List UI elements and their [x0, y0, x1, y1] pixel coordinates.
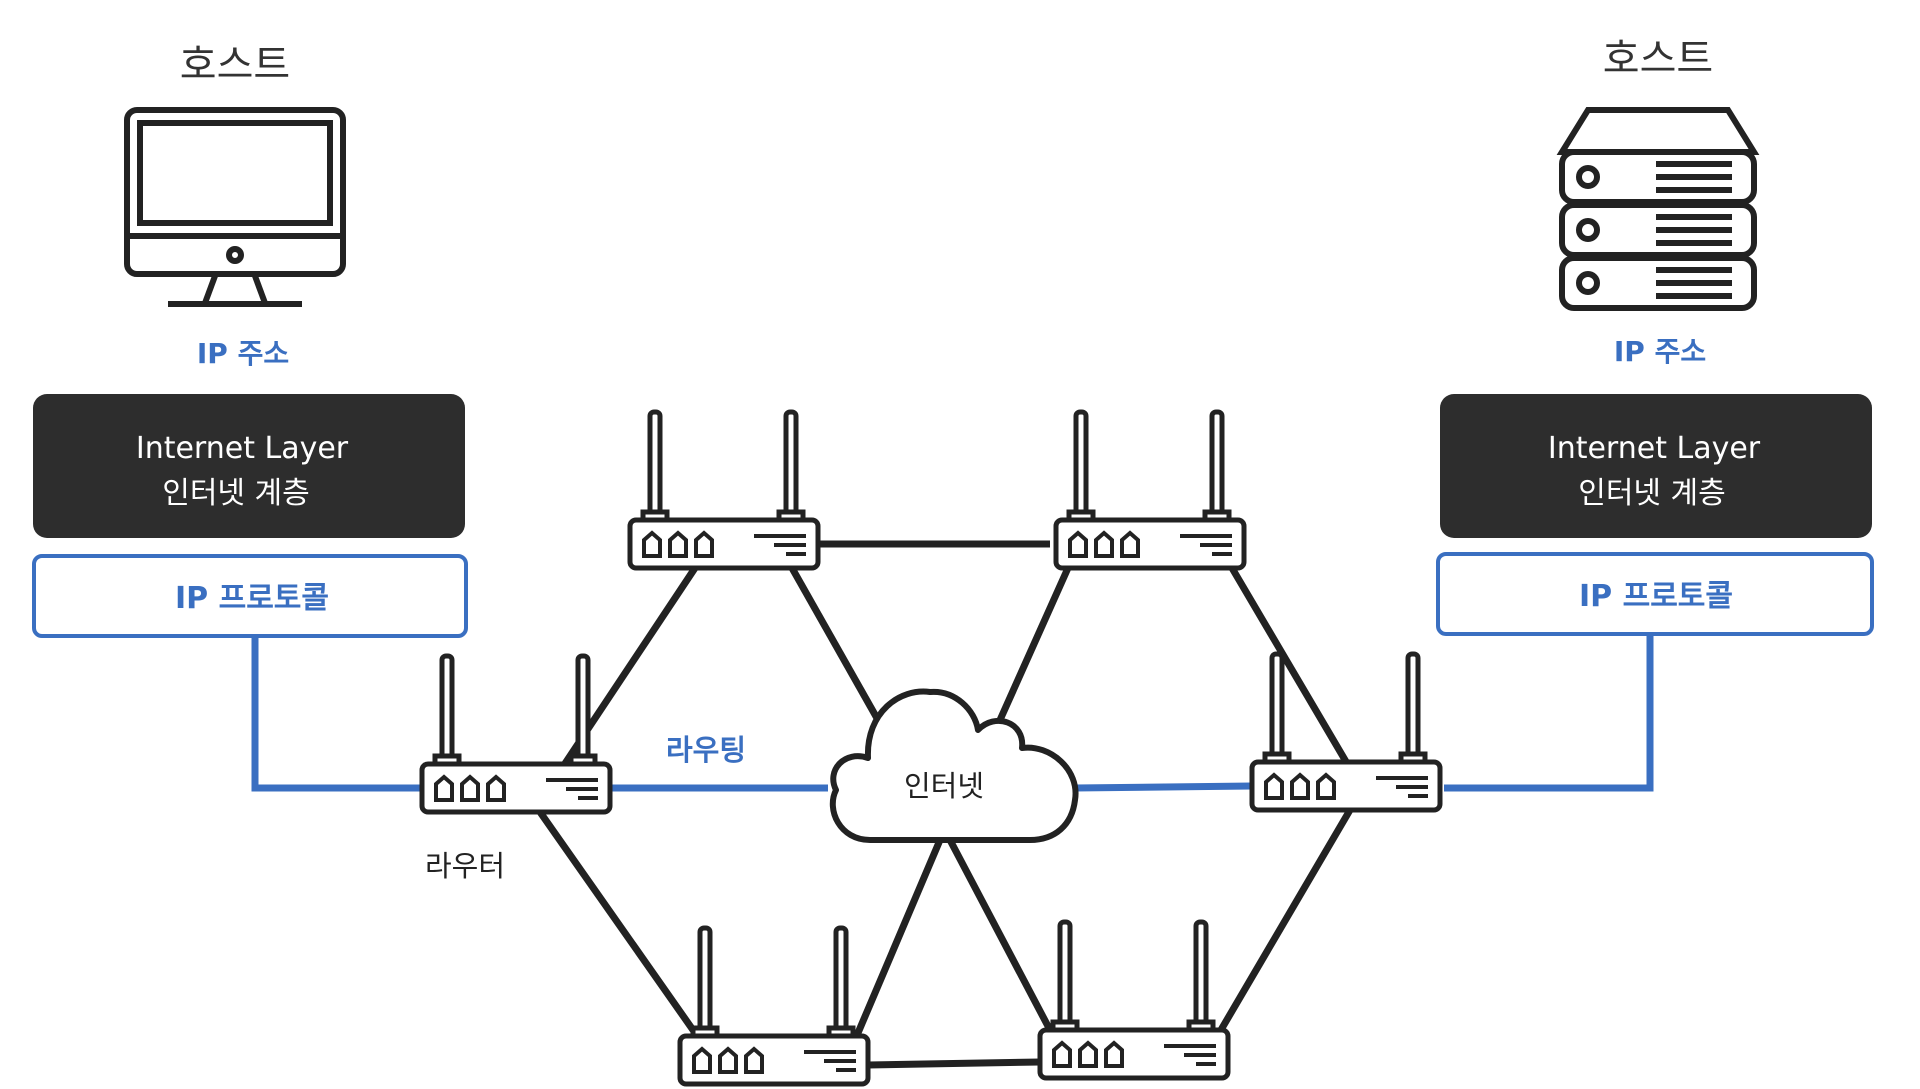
left-protocol-label: IP 프로토콜 — [175, 581, 329, 616]
link-r1-cloud — [788, 566, 882, 722]
blue-links — [251, 636, 1654, 792]
left-host-title: 호스트 — [180, 42, 290, 88]
right-layer-line2: 인터넷 계층 — [1578, 476, 1726, 511]
left-layer-line1: Internet Layer — [136, 431, 349, 466]
link-r2-cloud — [996, 566, 1072, 722]
link-r3-r5 — [537, 809, 703, 1043]
right-protocol-label: IP 프로토콜 — [1579, 579, 1733, 614]
left-layer-line2: 인터넷 계층 — [162, 476, 310, 511]
right-layer-box — [1440, 394, 1872, 538]
router-icon — [680, 928, 868, 1084]
left-ip-label: IP 주소 — [197, 337, 289, 370]
left-layer-box — [33, 394, 465, 538]
network-links — [537, 540, 1354, 1069]
link-cloud-r6 — [946, 838, 1054, 1032]
routing-label: 라우팅 — [666, 733, 746, 767]
right-host-title: 호스트 — [1603, 36, 1713, 82]
router-icon — [1056, 412, 1244, 568]
cloud-label: 인터넷 — [904, 769, 984, 803]
right-protocol-box — [1436, 552, 1874, 636]
link-r4-r6 — [1214, 808, 1354, 1037]
link-r2-r4 — [1228, 566, 1352, 767]
router-label: 라우터 — [425, 849, 505, 883]
router-icon — [1040, 922, 1228, 1078]
link-cloud-r5 — [851, 838, 944, 1042]
right-protocol-link — [1444, 636, 1654, 792]
right-layer-line1: Internet Layer — [1548, 431, 1761, 466]
cloud-icon — [829, 688, 1079, 843]
right-ip-label: IP 주소 — [1614, 335, 1706, 368]
monitor-icon — [124, 107, 346, 307]
link-r5-r6 — [867, 1058, 1041, 1069]
router-icon — [1252, 654, 1440, 810]
router-icon — [630, 412, 818, 568]
routing-link-right — [1074, 782, 1253, 792]
router-icon — [422, 656, 610, 812]
left-protocol-box — [32, 554, 468, 638]
server-icon — [1556, 107, 1760, 311]
left-protocol-link — [251, 638, 420, 792]
